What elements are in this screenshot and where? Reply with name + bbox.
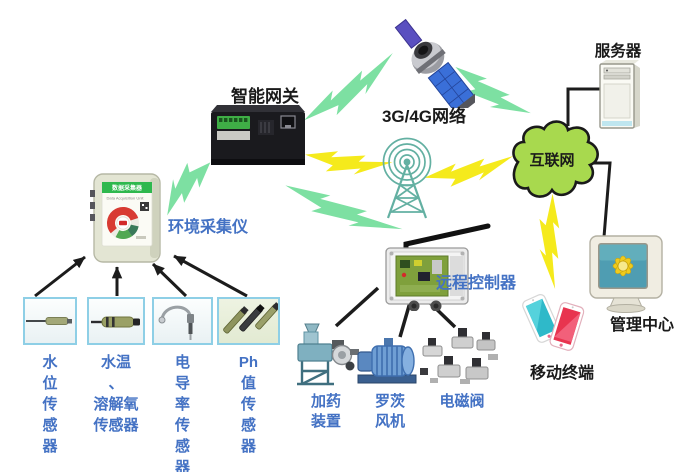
- watertemp-do-sensor-label: 水温 、 溶解氧 传感器: [93, 354, 139, 434]
- gateway-device: [205, 103, 310, 178]
- server-device: [592, 58, 648, 139]
- dosing-device-photo: [292, 318, 360, 395]
- mobile-phones: [515, 292, 597, 369]
- phone-icon: [549, 302, 585, 351]
- watertemp-do-sensor-photo: [87, 297, 145, 345]
- roots-blower-photo: [354, 334, 420, 391]
- network-label: 3G/4G网络: [381, 107, 467, 126]
- valve-icon: [420, 328, 498, 384]
- collector-device-label: 数据采集器: [112, 184, 143, 192]
- solenoid-valve-label: 电磁阀: [439, 393, 485, 410]
- mobile-label: 移动终端: [529, 365, 594, 382]
- dosing-device-label: 加药 装置: [310, 393, 341, 431]
- link-internet-server: [566, 87, 601, 126]
- ph-sensor-photo: [217, 297, 280, 345]
- phone-icon: [522, 294, 561, 343]
- arrow-ph-collector: [173, 254, 248, 298]
- controller-device: [384, 216, 504, 316]
- collector-device-sublabel: Data Acquisition Unit: [107, 196, 145, 201]
- water-level-sensor-label: 水 位 传 感 器: [42, 354, 58, 455]
- controller-label: 远程控制器: [436, 275, 517, 292]
- satellite-icon: [385, 8, 481, 119]
- arrow-waterlevel-collector: [34, 255, 86, 298]
- link-controller-dosing: [334, 286, 380, 328]
- conductivity-sensor-photo: [152, 297, 213, 345]
- management-monitor: [584, 228, 670, 319]
- server-label: 服务器: [594, 43, 642, 60]
- gauge-icon: [107, 207, 139, 239]
- solenoid-valves-photo: [420, 326, 500, 397]
- cell-tower-icon: [382, 137, 432, 219]
- bolt-tower-internet: [423, 156, 516, 189]
- ph-sensor-label: Ph 值 传 感 器: [238, 354, 259, 455]
- flower-icon: [612, 255, 634, 277]
- arrow-conductivity-collector: [151, 262, 188, 298]
- collector-label: 环境采集仪: [168, 219, 249, 236]
- internet-label: 互联网: [529, 152, 575, 169]
- collector-device: 数据采集器 Data Acquisition Unit: [90, 170, 170, 275]
- management-label: 管理中心: [609, 317, 674, 334]
- terminal-block-icon: [217, 116, 250, 129]
- bolt-internet-mobile: [532, 192, 566, 289]
- roots-blower-label: 罗茨 风机: [374, 393, 405, 431]
- conductivity-sensor-label: 电 导 率 传 感 器: [174, 354, 190, 472]
- bolt-gateway-tower: [302, 141, 393, 187]
- qr-code-icon: [140, 202, 149, 211]
- internet-cloud: [512, 120, 599, 198]
- gateway-label: 智能网关: [231, 87, 299, 106]
- water-level-sensor-photo: [23, 297, 77, 345]
